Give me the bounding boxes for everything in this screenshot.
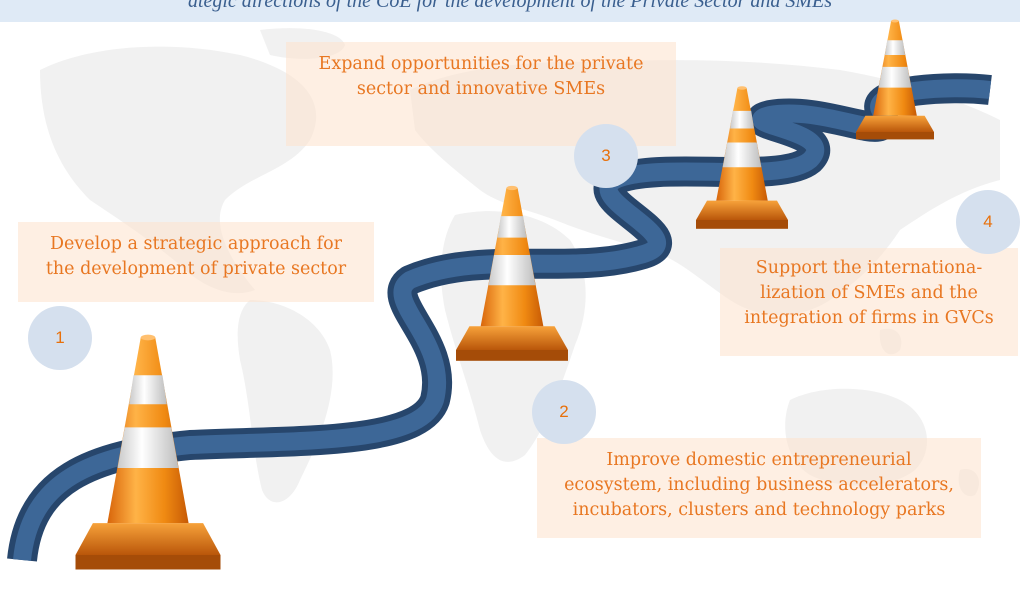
step-2-line-1: Improve domestic entrepreneurial: [606, 450, 912, 470]
step-4-line-3: integration of firms in GVCs: [744, 308, 994, 328]
step-1-text: Develop a strategic approach for the dev…: [18, 222, 374, 302]
step-3-line-1: Expand opportunities for the private: [318, 54, 644, 74]
traffic-cone-icon: [75, 334, 221, 570]
step-2-line-2: ecosystem, including business accelerato…: [564, 475, 954, 495]
banner-title: ategic directions of the CoE for the dev…: [187, 0, 833, 12]
step-2-line-3: incubators, clusters and technology park…: [572, 500, 946, 520]
step-1-line-2: the development of private sector: [45, 259, 347, 279]
step-4-text: Support the internationa- lization of SM…: [720, 248, 1018, 356]
step-4-line-2: lization of SMEs and the: [760, 283, 978, 303]
step-1-line-1: Develop a strategic approach for: [49, 234, 343, 254]
traffic-cone-icon: [856, 19, 934, 140]
traffic-cone-icon: [696, 86, 788, 229]
step-3-line-2: sector and innovative SMEs: [356, 79, 606, 99]
step-4-number: 4: [956, 190, 1020, 254]
header-banner: ategic directions of the CoE for the dev…: [0, 0, 1020, 22]
traffic-cone-icon: [456, 185, 568, 361]
step-1-number: 1: [28, 306, 92, 370]
step-4-line-1: Support the internationa-: [755, 258, 983, 278]
step-3-number: 3: [574, 124, 638, 188]
step-2-text: Improve domestic entrepreneurial ecosyst…: [537, 438, 981, 538]
step-2-number: 2: [532, 380, 596, 444]
